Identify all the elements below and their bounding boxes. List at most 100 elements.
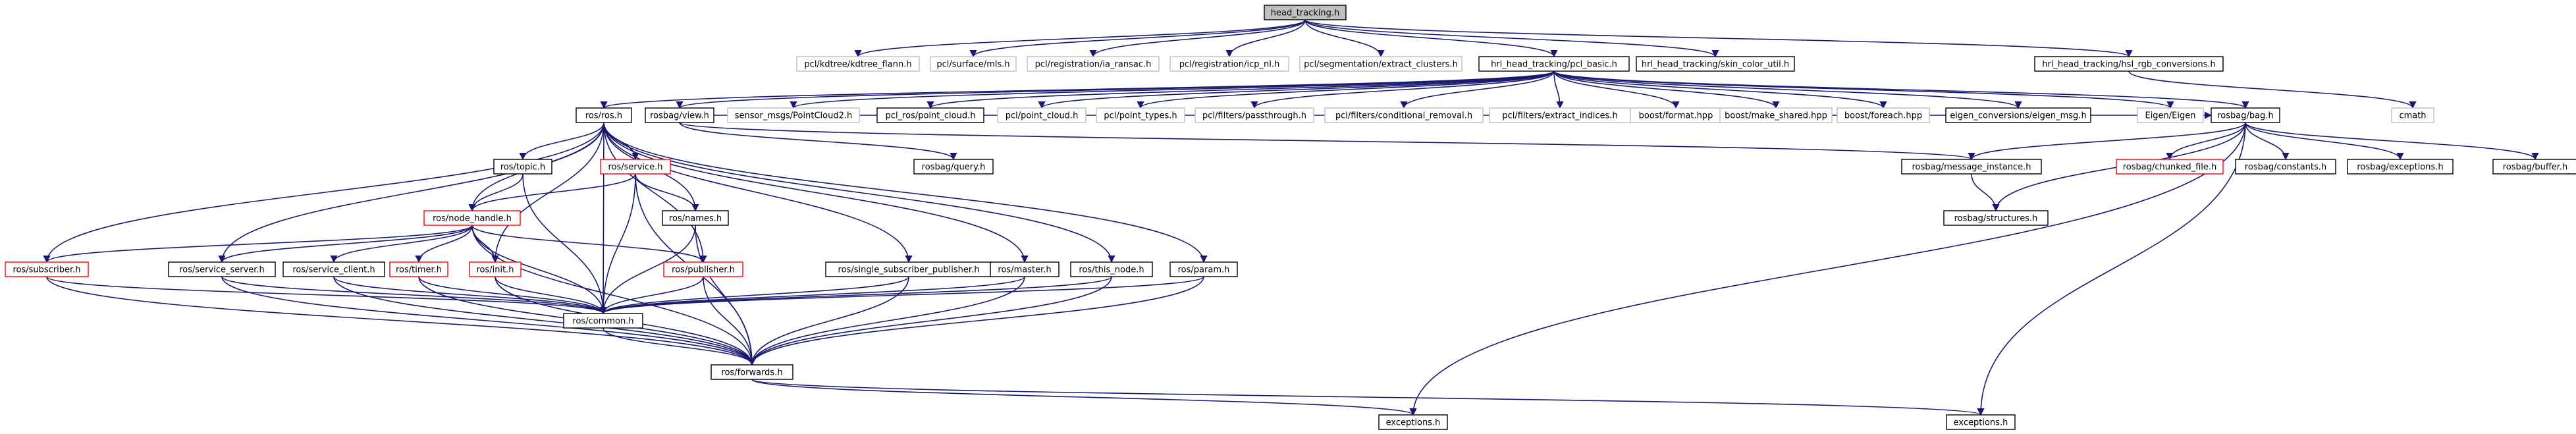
node-head-tracking[interactable]: head_tracking.h [1264,5,1347,20]
edge-line [603,327,756,366]
node-exceptions-h2[interactable]: exceptions.h [1946,414,2016,430]
edge-pcl_basic-to-pcl_ros_pc [926,70,1555,109]
edge-line [1553,70,2249,109]
node-cmath: cmath [2391,107,2434,123]
node-box [2235,159,2336,175]
node-label: rosbag/structures.h [1954,214,2038,224]
edge-ros_master-to-ros_forwards [748,276,1025,366]
node-chunked-file[interactable]: rosbag/chunked_file.h [2116,159,2224,175]
node-box [2034,56,2224,72]
node-ros-forwards[interactable]: ros/forwards.h [711,364,793,380]
node-label: pcl/filters/conditional_removal.h [1335,111,1472,121]
node-rosbag-view[interactable]: rosbag/view.h [645,107,714,123]
edge-head_tracking-to-mls [969,19,1306,58]
edge-pcl_basic-to-passthrough [1250,70,1555,109]
edge-line [46,276,607,315]
node-extract-indices: pcl/filters/extract_indices.h [1489,107,1631,123]
node-label: pcl/surface/mls.h [936,60,1009,70]
node-rb-buffer[interactable]: rosbag/buffer.h [2492,159,2576,175]
edge-line [635,173,699,212]
node-ros-master[interactable]: ros/master.h [990,261,1060,277]
node-eigen-conv[interactable]: eigen_conversions/eigen_msg.h [1945,107,2091,123]
node-rb-exceptions[interactable]: rosbag/exceptions.h [2347,159,2454,175]
node-mls: pcl/surface/mls.h [930,56,1017,72]
edge-ros_ros-to-ros_common [599,122,607,315]
node-box [282,261,385,277]
edge-ros_timer-to-ros_common [418,276,607,315]
node-box [1378,414,1448,430]
node-pcl-basic[interactable]: hrl_head_tracking/pcl_basic.h [1478,56,1630,72]
node-box [662,210,729,226]
edge-ros_forwards-to-exceptions_h2 [751,379,1984,416]
node-label: ros/forwards.h [721,368,782,378]
edge-line [1409,122,2246,416]
edge-line [748,276,1112,366]
node-ros-param[interactable]: ros/param.h [1169,261,1238,277]
node-rb-constants[interactable]: rosbag/constants.h [2235,159,2336,175]
edge-line [218,225,473,263]
node-rosbag-query[interactable]: rosbag/query.h [913,159,994,175]
node-label: rosbag/view.h [650,111,709,121]
node-label: rosbag/chunked_file.h [2123,163,2217,173]
node-node-handle[interactable]: ros/node_handle.h [423,210,521,226]
node-publisher[interactable]: ros/publisher.h [663,261,743,277]
node-passthrough: pcl/filters/passthrough.h [1194,107,1314,123]
node-box [663,261,743,277]
node-box [2116,159,2224,175]
node-label: pcl/point_cloud.h [1006,111,1079,121]
node-subscriber[interactable]: ros/subscriber.h [5,261,89,277]
edge-line [599,276,1204,315]
node-ros-init[interactable]: ros/init.h [469,261,522,277]
edge-line [1225,19,1306,58]
node-rosbag-bag[interactable]: rosbag/bag.h [2211,107,2280,123]
edge-line [1971,173,2000,212]
node-box [796,56,920,72]
edge-line [415,225,473,263]
node-exceptions-h[interactable]: exceptions.h [1378,414,1448,430]
edge-single_sub_pub-to-ros_common [599,276,909,315]
edge-pcl_basic-to-extract_indices [1553,70,1564,109]
edge-line [603,122,1029,263]
node-box [1299,56,1462,72]
node-ros-ros[interactable]: ros/ros.h [576,107,632,123]
node-pcl-ros-pc[interactable]: pcl_ros/point_cloud.h [876,107,984,123]
edge-pcl_basic-to-eigen [1553,70,2174,109]
node-single-sub-pub[interactable]: ros/single_subscriber_publisher.h [825,261,992,277]
node-skin-color[interactable]: hrl_head_tracking/skin_color_util.h [1636,56,1795,72]
node-msg-instance[interactable]: rosbag/message_instance.h [1901,159,2042,175]
edge-line [1304,19,1385,58]
node-box [930,56,1017,72]
node-box [1096,107,1185,123]
edge-pcl_basic-to-pcl_pt [1137,70,1555,109]
edge-line [599,276,909,315]
edge-node_handle-to-ros_common [471,225,607,315]
edge-line [599,225,696,315]
edge-line [748,276,1025,366]
node-rb-structures[interactable]: rosbag/structures.h [1943,210,2049,226]
node-ros-topic[interactable]: ros/topic.h [493,159,552,175]
edge-pcl_basic-to-rosbag_bag [1553,70,2249,109]
edge-pcl_basic-to-pointcloud2 [790,70,1555,109]
node-ros-timer[interactable]: ros/timer.h [389,261,448,277]
node-ros-names[interactable]: ros/names.h [662,210,729,226]
node-box [1070,261,1153,277]
edge-node_handle-to-service_server [218,225,473,263]
node-hsl-rgb[interactable]: hrl_head_tracking/hsl_rgb_conversions.h [2034,56,2224,72]
node-box [563,313,643,329]
edge-head_tracking-to-hsl_rgb [1304,19,2133,58]
edge-subscriber-to-ros_common [46,276,607,315]
node-ros-common[interactable]: ros/common.h [563,313,643,329]
edge-head_tracking-to-icp_nl [1225,19,1306,58]
node-this-node[interactable]: ros/this_node.h [1070,261,1153,277]
edge-line [1553,70,1680,109]
edge-node_handle-to-subscriber [43,225,473,263]
edge-ros_ros-to-ros_topic [519,122,604,161]
node-service-server[interactable]: ros/service_server.h [168,261,276,277]
node-service-client[interactable]: ros/service_client.h [282,261,385,277]
edge-head_tracking-to-ia_ransac [1089,19,1306,58]
node-label: ros/timer.h [396,265,442,275]
edge-rosbag_bag-to-exceptions_h [1409,122,2246,416]
node-ros-service[interactable]: ros/service.h [600,159,671,175]
node-label: rosbag/buffer.h [2503,163,2568,173]
edge-head_tracking-to-extract_clusters [1304,19,1385,58]
